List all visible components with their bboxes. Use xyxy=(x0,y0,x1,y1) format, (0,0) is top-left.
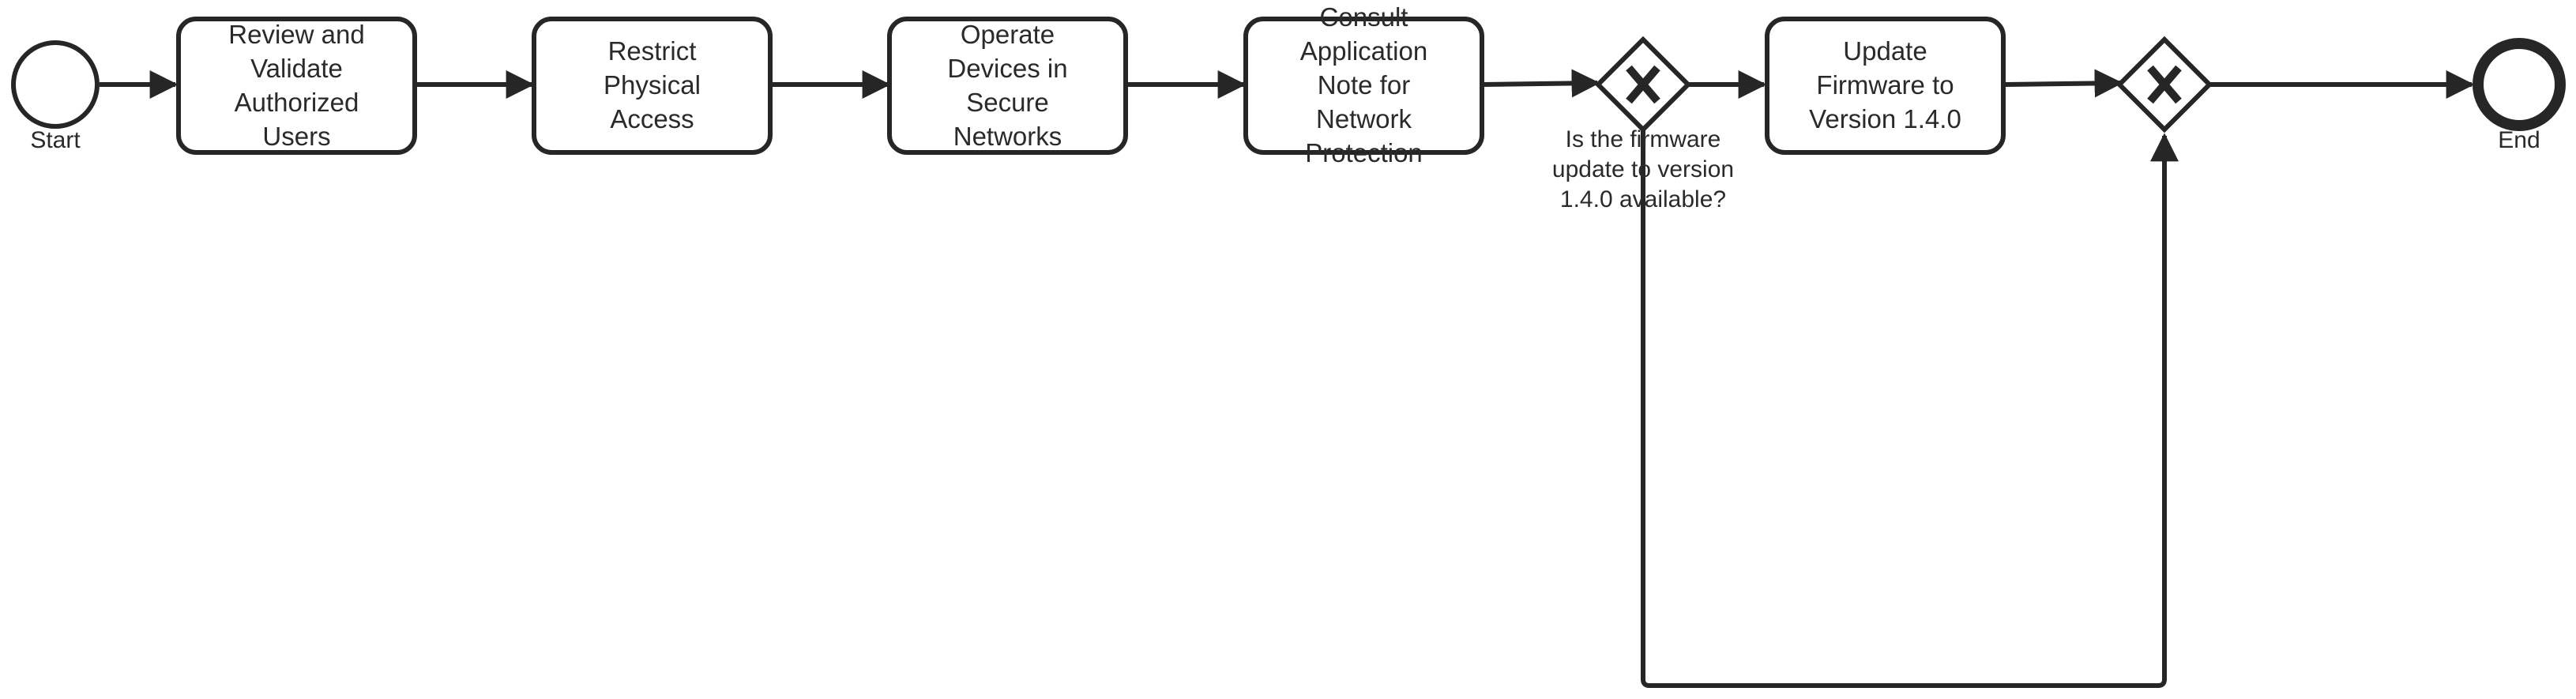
task-label-line: Review and xyxy=(228,20,365,49)
task-label-line: Authorized xyxy=(234,88,359,117)
task-label-line: Networks xyxy=(953,122,1062,151)
task-label-line: Restrict xyxy=(607,36,697,66)
task-label-line: Application xyxy=(1299,36,1428,66)
task-label-line: Access xyxy=(610,104,694,133)
gateway-label-line: Is the firmware xyxy=(1565,126,1721,152)
gateway-label-line: update to version xyxy=(1551,156,1735,182)
task-label-line: Secure xyxy=(966,88,1049,117)
task-label-line: Consult xyxy=(1319,2,1408,32)
task-restrict-label: Restrict Physical Access xyxy=(534,34,770,136)
task-label-line: Note for xyxy=(1317,70,1411,100)
flow-consult-to-split xyxy=(1483,69,1600,98)
task-operate-label: Operate Devices in Secure Networks xyxy=(889,17,1126,153)
task-label-line: Protection xyxy=(1305,138,1423,167)
flow-update-to-merge xyxy=(2004,69,2123,98)
task-operate-secure-networks[interactable] xyxy=(887,17,1128,155)
gateway-firmware-available[interactable] xyxy=(1594,36,1692,133)
end-event-label: End xyxy=(2498,127,2540,153)
task-label-line: Users xyxy=(262,122,331,151)
gateway-question-label: Is the firmware update to version 1.4.0 … xyxy=(1517,125,1769,215)
task-label-line: Devices in xyxy=(947,54,1068,83)
task-consult-label: Consult Application Note for Network Pro… xyxy=(1246,0,1482,170)
task-label-line: Physical xyxy=(604,70,701,100)
task-update-firmware[interactable] xyxy=(1765,17,2006,155)
flow-split-bypass-to-merge xyxy=(1641,130,2179,688)
task-consult-application-note[interactable] xyxy=(1243,17,1484,155)
gateway-label-line: 1.4.0 available? xyxy=(1559,186,1727,212)
end-event[interactable] xyxy=(2473,38,2566,131)
task-label-line: Validate xyxy=(250,54,343,83)
exclusive-x-icon xyxy=(2147,65,2182,104)
start-event[interactable] xyxy=(11,40,100,129)
sequence-flows xyxy=(100,69,2475,688)
tasks xyxy=(176,17,2006,155)
task-label-line: Version 1.4.0 xyxy=(1809,104,1961,133)
task-update-label: Update Firmware to Version 1.4.0 xyxy=(1767,34,2003,136)
task-review-label: Review and Validate Authorized Users xyxy=(179,17,415,153)
exclusive-x-icon xyxy=(1626,65,1660,104)
task-label-line: Operate xyxy=(960,20,1055,49)
task-review-validate-users[interactable] xyxy=(176,17,417,155)
gateway-merge[interactable] xyxy=(2115,36,2213,133)
task-restrict-physical-access[interactable] xyxy=(532,17,773,155)
task-label-line: Network xyxy=(1315,104,1412,133)
task-label-line: Update xyxy=(1843,36,1927,66)
task-label-line: Firmware to xyxy=(1816,70,1954,100)
start-event-label: Start xyxy=(30,127,81,153)
